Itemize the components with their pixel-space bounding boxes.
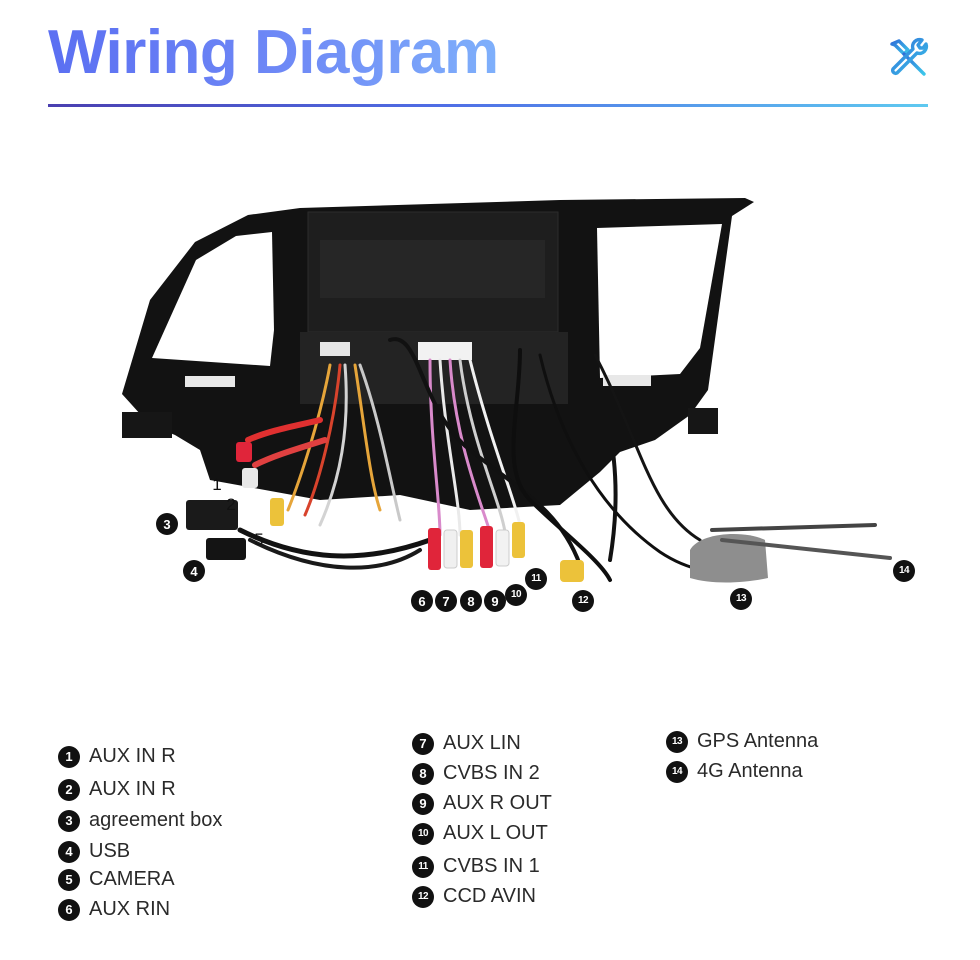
legend-badge: 1	[58, 745, 80, 768]
legend-item-8: 8 CVBS IN 2	[412, 762, 540, 785]
marker-9: 9	[484, 590, 506, 612]
left-window	[152, 232, 274, 366]
gps-antenna-body	[690, 534, 768, 583]
legend-item-9: 9 AUX R OUT	[412, 792, 552, 815]
marker-8: 8	[460, 590, 482, 612]
marker-14: 14	[893, 560, 915, 582]
connector-harness-white	[320, 342, 472, 360]
legend-badge: 8	[412, 762, 434, 785]
marker-7: 7	[435, 590, 457, 612]
page-title: Wiring Diagram	[48, 16, 499, 90]
left-slot	[185, 376, 235, 387]
legend-item-4: 4 USB	[58, 840, 130, 863]
legend-label: CVBS IN 2	[443, 762, 540, 784]
usb-connector	[206, 538, 246, 560]
center-panel-slot	[320, 240, 545, 298]
legend-badge: 5	[58, 868, 80, 891]
marker-2: 2	[226, 494, 236, 514]
legend-item-5: 5 CAMERA	[58, 868, 175, 891]
marker-11: 11	[525, 568, 547, 590]
legend-label: 4G Antenna	[697, 760, 803, 782]
legend-item-12: 12 CCD AVIN	[412, 885, 536, 908]
rca-plug-red-2	[480, 526, 493, 568]
left-bracket	[122, 412, 172, 438]
rca-plug-white-1	[443, 529, 458, 569]
legend-badge: 13	[666, 730, 688, 753]
legend-label: GPS Antenna	[697, 730, 819, 752]
legend-item-10: 10 AUX L OUT	[412, 822, 548, 845]
marker-4: 4	[183, 560, 205, 582]
legend-label: AUX IN R	[89, 778, 176, 800]
legend-badge: 14	[666, 760, 688, 783]
title-divider	[48, 104, 928, 107]
marker-3: 3	[156, 513, 178, 535]
agreement-box	[186, 500, 238, 530]
legend-label: USB	[89, 840, 131, 862]
legend-item-6: 6 AUX RIN	[58, 898, 170, 921]
marker-5: 5	[254, 529, 264, 549]
4g-antenna-rod-2	[720, 538, 892, 560]
legend-label: AUX RIN	[89, 898, 171, 920]
legend-label: AUX IN R	[89, 745, 176, 767]
legend-label: CCD AVIN	[443, 885, 536, 907]
modules	[186, 500, 892, 583]
rca-plug-yellow-2	[512, 522, 525, 558]
right-bracket	[688, 408, 718, 434]
legend-badge: 7	[412, 732, 434, 755]
legend-label: AUX LIN	[443, 732, 521, 754]
rca-plug-yellow-1	[460, 530, 473, 568]
marker-1: 1	[212, 474, 222, 494]
legend-badge: 11	[412, 855, 434, 878]
legend-label: AUX R OUT	[443, 792, 552, 814]
4g-antenna-rod-1	[710, 523, 877, 532]
legend-label: agreement box	[89, 809, 223, 831]
legend-badge: 12	[412, 885, 434, 908]
rca-plug-yellow-cam	[270, 498, 284, 526]
marker-13: 13	[730, 588, 752, 610]
legend-item-1: 1 AUX IN R	[58, 745, 176, 768]
marker-6: 6	[411, 590, 433, 612]
legend-badge: 2	[58, 778, 80, 801]
tools-icon	[890, 37, 929, 76]
rca-plug-white-2	[495, 529, 510, 567]
rca-plug-yellow-3	[560, 560, 584, 582]
legend-badge: 6	[58, 898, 80, 921]
legend-item-11: 11 CVBS IN 1	[412, 855, 540, 878]
rca-plug-red-1	[428, 528, 441, 570]
marker-10: 10	[505, 584, 527, 606]
rca-plugs	[236, 442, 584, 582]
legend-item-14: 14 4G Antenna	[666, 760, 803, 783]
head-unit-wiring-photo	[122, 198, 892, 583]
legend-item-13: 13 GPS Antenna	[666, 730, 818, 753]
legend-badge: 10	[412, 822, 434, 845]
legend-item-7: 7 AUX LIN	[412, 732, 521, 755]
rca-plug-red-aux2	[242, 468, 258, 488]
right-window	[597, 224, 722, 378]
legend-label: CVBS IN 1	[443, 855, 540, 877]
legend-badge: 4	[58, 840, 80, 863]
legend-item-2: 2 AUX IN R	[58, 778, 176, 801]
legend-item-3: 3 agreement box	[58, 809, 222, 832]
right-slot	[603, 375, 651, 386]
legend-badge: 9	[412, 792, 434, 815]
legend-badge: 3	[58, 809, 80, 832]
legend-label: AUX L OUT	[443, 822, 548, 844]
rca-plug-red-aux1	[236, 442, 252, 462]
legend-label: CAMERA	[89, 868, 175, 890]
marker-12: 12	[572, 590, 594, 612]
